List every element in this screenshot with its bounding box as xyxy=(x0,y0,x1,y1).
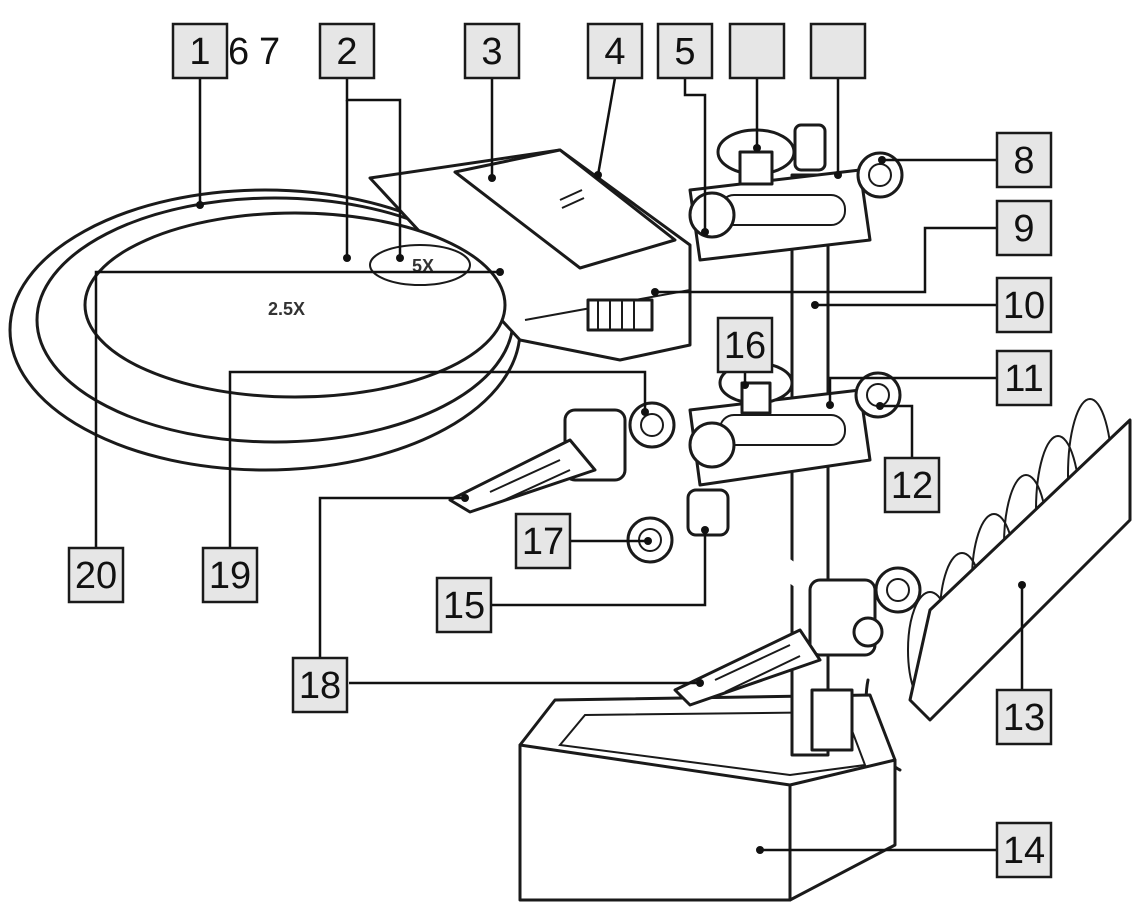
svg-text:1: 1 xyxy=(189,31,210,73)
svg-text:19: 19 xyxy=(209,555,251,597)
svg-text:2: 2 xyxy=(336,31,357,73)
callout-8: 8 xyxy=(995,131,1053,189)
callout-blank-1 xyxy=(728,22,786,80)
leader-lines xyxy=(94,77,1026,854)
svg-text:4: 4 xyxy=(604,31,625,73)
callout-19: 19 xyxy=(201,546,259,604)
svg-text:10: 10 xyxy=(1003,285,1045,327)
callout-13: 13 xyxy=(995,688,1053,746)
stray-label-7: 7 xyxy=(259,31,280,73)
upper-clamp-block xyxy=(688,123,904,262)
callout-blank-2 xyxy=(809,22,867,80)
callout-10: 10 xyxy=(995,276,1053,334)
callout-4: 4 xyxy=(586,22,644,80)
callout-20: 20 xyxy=(67,546,125,604)
callout-14: 14 xyxy=(995,821,1053,879)
callout-16: 16 xyxy=(716,316,774,374)
svg-text:18: 18 xyxy=(299,665,341,707)
alligator-clips xyxy=(448,438,822,707)
callout-12: 12 xyxy=(883,456,941,514)
callout-3: 3 xyxy=(463,22,521,80)
svg-text:3: 3 xyxy=(481,31,502,73)
callout-boxes: 1 6 7 2 3 4 5 8 xyxy=(67,22,1053,879)
svg-text:9: 9 xyxy=(1013,208,1034,250)
svg-text:5: 5 xyxy=(674,31,695,73)
stray-label-6: 6 xyxy=(228,31,249,73)
svg-text:13: 13 xyxy=(1003,697,1045,739)
lens-main-magnification-label: 2.5X xyxy=(268,299,305,319)
illustration: 2.5X 5X xyxy=(8,123,1132,902)
callout-2: 2 xyxy=(318,22,376,80)
callout-17: 17 xyxy=(514,512,572,570)
svg-text:15: 15 xyxy=(443,585,485,627)
svg-text:17: 17 xyxy=(522,521,564,563)
callout-11: 11 xyxy=(995,349,1053,407)
magnifier-head xyxy=(8,148,692,472)
svg-text:16: 16 xyxy=(724,325,766,367)
callout-5: 5 xyxy=(656,22,714,80)
svg-text:11: 11 xyxy=(1004,358,1043,400)
svg-text:8: 8 xyxy=(1013,140,1034,182)
arms-and-joints xyxy=(563,401,922,657)
svg-text:20: 20 xyxy=(75,555,117,597)
callout-18: 18 xyxy=(291,656,349,714)
svg-text:14: 14 xyxy=(1003,830,1045,872)
lower-clamp-block xyxy=(688,361,902,487)
callout-9: 9 xyxy=(995,199,1053,257)
callout-1: 1 xyxy=(171,22,229,80)
callout-15: 15 xyxy=(435,576,493,634)
svg-text:12: 12 xyxy=(891,465,933,507)
